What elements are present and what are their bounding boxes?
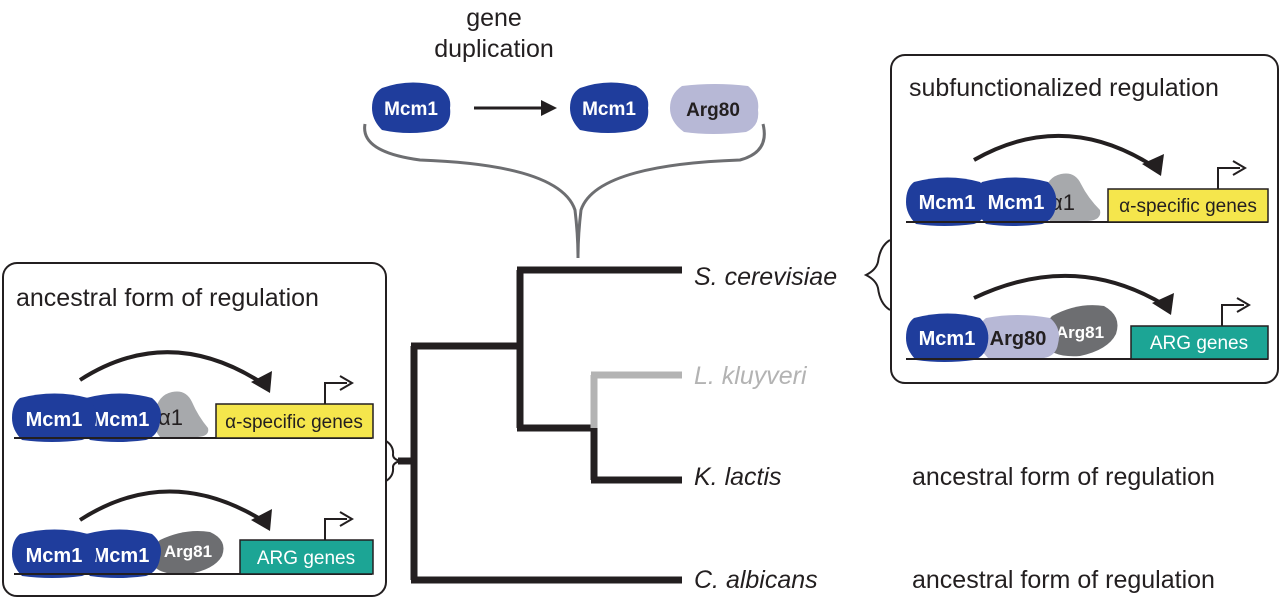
dup-mcm1-left-label: Mcm1 (384, 99, 438, 120)
ancestral-alpha-arrowhead (251, 371, 272, 393)
ancestral-arg-mcm1-a (12, 529, 97, 578)
subfunc-alpha-gene-label: α-specific genes (1119, 196, 1257, 217)
ancestral-arg81-label: Arg81 (164, 542, 212, 561)
ancestral-arg-gene-label: ARG genes (257, 548, 355, 569)
c-albicans-regulation-note: ancestral form of regulation (912, 566, 1215, 594)
subfunc-alpha-mcm1-b (976, 177, 1057, 226)
ancestral-arg-mcm1-b-label: Mcm1 (93, 545, 150, 567)
ancestral-alpha1-label: α1 (158, 405, 183, 430)
species-s-cerevisiae: S. cerevisiae (694, 263, 837, 291)
subfunc-alpha-gene-box (1107, 188, 1269, 223)
ancestral-arg-promoter (324, 518, 347, 540)
dup-arg80-label: Arg80 (686, 100, 740, 121)
ancestral-arg-gene-box (239, 539, 374, 575)
subfunc-arg80-label: Arg80 (990, 328, 1047, 350)
dup-arg80: Arg80 (670, 84, 759, 134)
subfunc-box-title: subfunctionalized regulation (909, 74, 1219, 102)
ancestral-arg-mcm1-b (80, 529, 161, 578)
duplication-title-line1: gene (466, 4, 522, 32)
ancestral-arg-promoter-arrow (339, 511, 354, 527)
dup-mcm1-left: Mcm1 (372, 82, 451, 133)
subfunc-arg-activation-arrow (973, 273, 1168, 308)
subfunc-arg-mcm1 (906, 313, 989, 362)
species-c-albicans: C. albicans (694, 566, 818, 594)
duplication-arrowhead (541, 100, 557, 116)
ancestral-alpha-activation-arrow (78, 350, 267, 387)
subfunc-arg-gene-box (1130, 325, 1269, 360)
subfunc-row-arg: Arg81 Arg80 Mcm1 ARG genes (906, 273, 1269, 362)
dup-mcm1-right: Mcm1 (570, 82, 649, 133)
subfunc-arg-promoter (1221, 304, 1244, 326)
ancestral-arg-arrowhead (251, 509, 272, 531)
phylogenetic-tree: S. cerevisiae L. kluyveri K. lactis C. a… (385, 239, 1215, 594)
ancestral-arg-activation-arrow (78, 489, 267, 524)
k-lactis-regulation-note: ancestral form of regulation (912, 463, 1215, 491)
ancestral-alpha-mcm1-b (80, 393, 161, 442)
subfunc-arg-mcm1-label: Mcm1 (919, 328, 976, 350)
subfunc-arg-arrowhead (1152, 293, 1174, 315)
ancestral-arg-mcm1-a-label: Mcm1 (26, 545, 83, 567)
s-cerevisiae-brace (863, 239, 891, 311)
ancestral-alpha-promoter-arrow (339, 375, 354, 391)
ancestral-alpha1-shape (154, 391, 209, 437)
ancestral-alpha-mcm1-a (12, 393, 97, 442)
species-l-kluyveri: L. kluyveri (694, 362, 808, 390)
subfunc-alpha-mcm1-b-label: Mcm1 (988, 192, 1045, 214)
subfunc-alpha1-shape (1042, 173, 1101, 221)
ancestral-box-title: ancestral form of regulation (16, 284, 319, 312)
duplication-brace (363, 123, 766, 259)
ancestral-alpha-promoter (324, 382, 347, 404)
species-k-lactis: K. lactis (694, 463, 782, 491)
ancestral-alpha-gene-label: α-specific genes (225, 412, 363, 433)
subfunc-alpha-mcm1-a-label: Mcm1 (919, 192, 976, 214)
ancestral-alpha-mcm1-b-label: Mcm1 (93, 409, 150, 431)
subfunctionalized-regulation-box: subfunctionalized regulation α1 Mcm1 Mcm… (890, 54, 1279, 384)
subfunc-arg81-shape (1043, 305, 1118, 357)
ancestral-row-arg: Arg81 Mcm1 Mcm1 ARG genes (12, 489, 374, 578)
subfunc-alpha-activation-arrow (973, 133, 1158, 170)
subfunc-alpha-promoter-arrow (1232, 160, 1247, 176)
subfunc-arg80-shape (978, 315, 1059, 360)
subfunc-alpha-mcm1-a (906, 177, 989, 226)
duplication-title-line2: duplication (434, 35, 554, 63)
root-brace (385, 440, 404, 482)
subfunc-arg-promoter-arrow (1236, 297, 1251, 313)
subfunc-arg81-label: Arg81 (1056, 323, 1104, 342)
subfunc-alpha-promoter (1217, 167, 1240, 189)
ancestral-alpha-mcm1-a-label: Mcm1 (26, 409, 83, 431)
ancestral-alpha-gene-box (215, 403, 374, 439)
subfunc-arg-gene-label: ARG genes (1150, 333, 1248, 354)
ancestral-row-alpha: α1 Mcm1 Mcm1 α-specific genes (12, 350, 374, 442)
ancestral-arg81-shape (151, 531, 224, 575)
subfunc-row-alpha: α1 Mcm1 Mcm1 α-specific genes (906, 133, 1269, 226)
dup-mcm1-right-label: Mcm1 (582, 99, 636, 120)
gene-duplication-panel: gene duplication Mcm1 Mcm1 Arg80 (363, 4, 766, 259)
ancestral-regulation-box: ancestral form of regulation α1 Mcm1 Mcm… (2, 262, 387, 597)
subfunc-alpha-arrowhead (1142, 154, 1164, 176)
